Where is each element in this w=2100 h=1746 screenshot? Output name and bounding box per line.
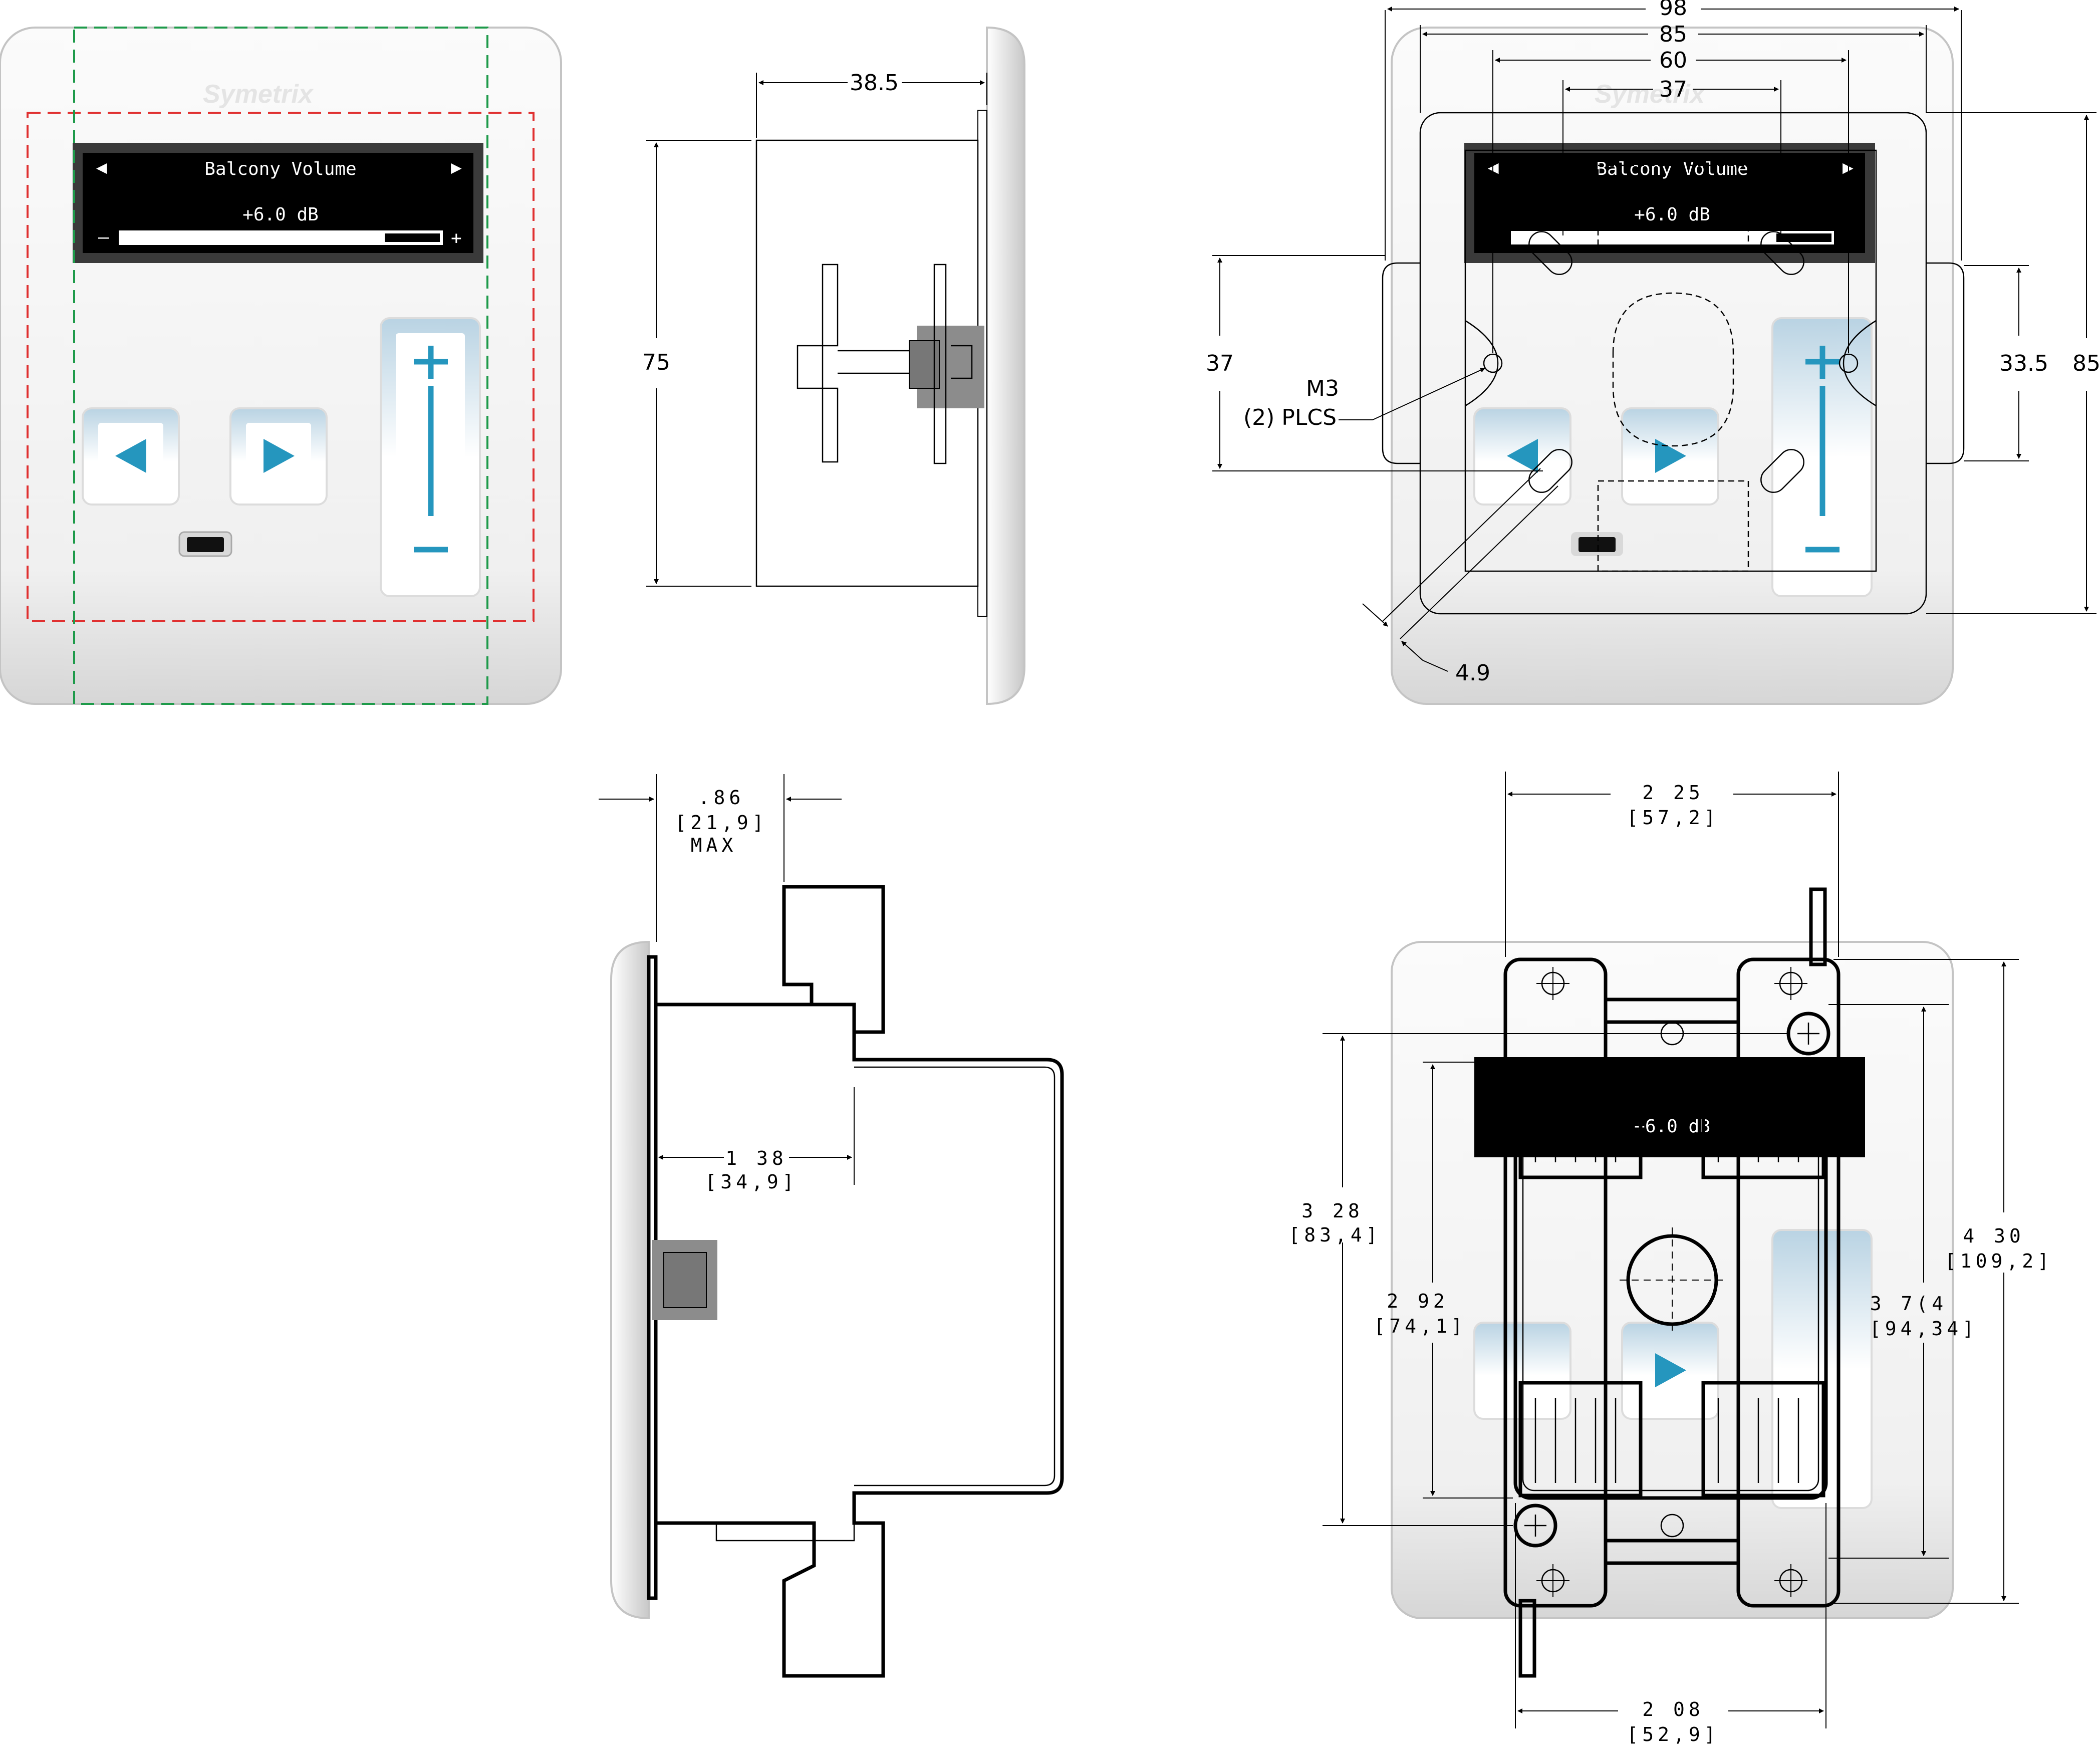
dim-225-mm: [57,2]: [1627, 807, 1719, 829]
dim-430-mm: [109,2]: [1945, 1250, 2053, 1272]
green-guide: [73, 27, 488, 705]
red-guide: [27, 112, 535, 622]
dim-37h: 37: [1206, 351, 1234, 376]
dim-292: 2 92: [1387, 1290, 1449, 1312]
dim-height: 75: [642, 350, 670, 375]
screw-label-plcs: (2) PLCS: [1243, 405, 1337, 430]
ir-sensor: [178, 531, 232, 557]
display-left-arrow[interactable]: ◀: [96, 157, 107, 178]
lcd-display: ◀ Balcony Volume ▶ +6.0 dB – +: [73, 143, 483, 263]
display-title: Balcony Volume: [204, 159, 356, 179]
dim-328-mm: [83,4]: [1288, 1224, 1381, 1246]
dim-33-5: 33.5: [1999, 351, 2048, 376]
dim-430: 4 30: [1963, 1225, 2025, 1247]
right-button[interactable]: [229, 407, 328, 506]
dim-208: 2 08: [1642, 1698, 1704, 1720]
dim-slot: 4.9: [1455, 660, 1490, 686]
side-metric-view: 38.5 75: [642, 26, 1025, 705]
svg-text:+6.0 dB: +6.0 dB: [1634, 1116, 1710, 1137]
dim-225: 2 25: [1642, 782, 1704, 804]
right-arrow-icon: [264, 439, 295, 473]
svg-text:Symetrix: Symetrix: [1595, 80, 1706, 109]
display-right-arrow[interactable]: ▶: [451, 157, 462, 178]
dim-374: 3 7(4: [1870, 1293, 1947, 1315]
dim-85: 85: [1659, 22, 1687, 47]
dim-208-mm: [52,9]: [1627, 1723, 1719, 1745]
dim-depth: 38.5: [850, 70, 899, 96]
dim-138: 1 38: [725, 1147, 788, 1169]
dim-328: 3 28: [1301, 1200, 1364, 1222]
dim-86: .86: [698, 787, 745, 809]
level-bar-empty: [385, 233, 440, 242]
display-value: +6.0 dB: [242, 204, 319, 225]
screw-label-m3: M3: [1306, 376, 1339, 401]
dim-max: MAX: [691, 834, 737, 856]
plus-icon: [414, 346, 448, 379]
side-imperial-view: .86 [21,9] MAX 1 38 [34,9]: [599, 774, 1064, 1678]
dim-86-mm: [21,9]: [675, 812, 767, 834]
dim-85h: 85: [2072, 351, 2100, 376]
dim-60: 60: [1659, 48, 1687, 73]
svg-text:Balcony Volume: Balcony Volume: [1596, 159, 1748, 179]
back-imperial-view: +6.0 dB 2 25: [1288, 772, 2053, 1745]
svg-text:+6.0 dB: +6.0 dB: [1634, 204, 1710, 225]
front-metric-view: Symetrix ◀ Balcony Volume ▶ +6.0 dB: [1206, 0, 2100, 705]
side-plate: [986, 26, 1025, 705]
dim-138-mm: [34,9]: [705, 1171, 798, 1193]
left-arrow-icon: [115, 439, 146, 473]
brand-logo: Symetrix: [203, 80, 314, 109]
display-minus: –: [98, 227, 109, 247]
display-plus: +: [451, 228, 462, 248]
front-panel-view: Symetrix ◀ Balcony Volume ▶ +6.0 dB – +: [0, 27, 562, 705]
dim-292-mm: [74,1]: [1374, 1315, 1466, 1337]
dim-374-mm: [94,34]: [1870, 1318, 1978, 1340]
dim-98: 98: [1659, 0, 1687, 21]
volume-slider[interactable]: [380, 317, 481, 597]
dim-37w: 37: [1659, 77, 1687, 102]
left-button[interactable]: [82, 407, 180, 506]
